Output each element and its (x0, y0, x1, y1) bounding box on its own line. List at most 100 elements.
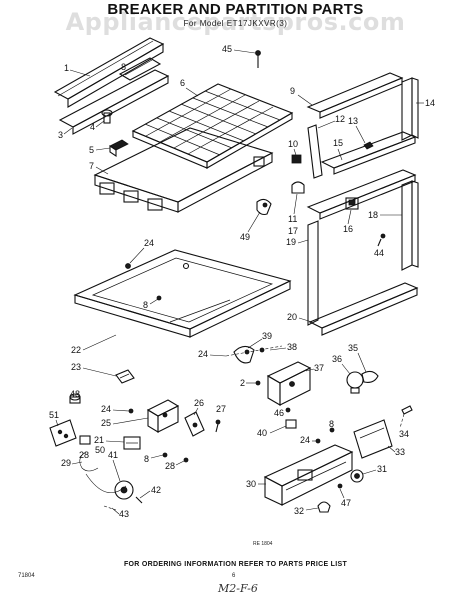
callout-9: 9 (290, 86, 295, 96)
part-29-cord (79, 451, 99, 472)
callout-48: 48 (70, 389, 80, 399)
part-44-screw (377, 233, 386, 247)
part-42-pin (135, 496, 143, 504)
part-8-screw-right (329, 427, 335, 433)
part-13-clip (363, 141, 374, 150)
callout-44: 44 (374, 248, 384, 258)
callout-17: 17 (288, 226, 298, 236)
part-18-upright (401, 180, 419, 271)
callout-39: 39 (262, 331, 272, 341)
part-21-relay (123, 436, 141, 450)
page-number: 6 (232, 573, 236, 579)
callout-25: 25 (101, 418, 111, 428)
handwritten-note: M2-F-6 (218, 582, 258, 595)
callout-32: 32 (294, 506, 304, 516)
callout-40: 40 (257, 428, 267, 438)
part-17-bracket (291, 181, 305, 194)
part-5-block (109, 139, 129, 158)
part-35-socket (361, 370, 379, 383)
callout-47: 47 (341, 498, 351, 508)
callout-30: 30 (246, 479, 256, 489)
part-24-screw (125, 263, 131, 269)
part-40-bracket (285, 419, 297, 429)
part-8-screw-lower (162, 452, 168, 458)
callout-22: 22 (71, 345, 81, 355)
part-23-bracket (115, 369, 135, 384)
part-12-upright (307, 124, 323, 179)
callout-16: 16 (343, 224, 353, 234)
part-33-panel (353, 419, 393, 459)
part-31-knob (350, 469, 364, 483)
ordering-note: FOR ORDERING INFORMATION REFER TO PARTS … (123, 561, 348, 568)
callout-37: 37 (314, 363, 324, 373)
callout-21: 21 (94, 435, 104, 445)
part-3-lower-rail (58, 69, 170, 135)
part-39-housing (233, 345, 255, 364)
callout-2: 2 (240, 378, 245, 388)
callout-12: 12 (335, 114, 345, 124)
part-28-screw-lower (183, 457, 189, 463)
callout-4: 4 (90, 122, 95, 132)
callout-28-lower: 28 (165, 461, 175, 471)
part-16-switch (345, 197, 359, 210)
callout-24-left: 24 (101, 404, 111, 414)
part-49-latch (256, 198, 272, 216)
callout-15: 15 (333, 138, 343, 148)
callout-10: 10 (288, 139, 298, 149)
part-43-wire (85, 473, 127, 511)
part-10-clip (291, 154, 302, 164)
model-subtitle: For Model ET17JKXVR(3) (183, 19, 288, 28)
part-20-rail (308, 282, 419, 336)
part-4-pin (101, 109, 113, 124)
callout-50: 50 (95, 445, 105, 455)
callout-38: 38 (287, 342, 297, 352)
callout-3: 3 (58, 130, 63, 140)
part-19-upright (307, 220, 319, 326)
callout-14: 14 (425, 98, 435, 108)
part-22-tray (73, 249, 292, 338)
part-24-bracket-left (128, 408, 134, 414)
callout-46: 46 (274, 408, 284, 418)
part-14-upright (401, 77, 419, 141)
callout-24: 24 (144, 238, 154, 248)
part-34-pin (399, 405, 413, 429)
callout-36: 36 (332, 354, 342, 364)
callout-8: 8 (121, 62, 126, 72)
callout-33: 33 (395, 447, 405, 457)
callout-51: 51 (49, 410, 59, 420)
part-7-breaker-frame (93, 127, 274, 213)
part-24-screw-right (315, 438, 321, 444)
callout-1: 1 (64, 63, 69, 73)
page-code: 71804 (18, 573, 35, 579)
part-26-thermostat (184, 411, 205, 437)
part-15-rail (320, 131, 417, 175)
part-46-screw (285, 407, 291, 413)
callout-24-rod: 24 (198, 349, 208, 359)
callout-34: 34 (399, 429, 409, 439)
callout-26: 26 (194, 398, 204, 408)
callout-27: 27 (216, 404, 226, 414)
callout-13: 13 (348, 116, 358, 126)
callout-23: 23 (71, 362, 81, 372)
callout-35: 35 (348, 343, 358, 353)
callout-labels: 1 8 3 4 5 7 6 45 9 14 12 13 15 10 (49, 44, 435, 519)
callout-8-tray: 8 (143, 300, 148, 310)
callout-8-right: 8 (329, 419, 334, 429)
part-45-screw (255, 50, 261, 68)
part-2-screw (255, 380, 261, 386)
part-8-bracket (118, 57, 162, 81)
callout-43: 43 (119, 509, 129, 519)
part-28-terminal (79, 435, 91, 445)
part-11-rail (306, 169, 417, 220)
part-25-switch-body (146, 399, 180, 433)
part-6-grid-shelf (131, 83, 294, 169)
part-38-rod (225, 345, 283, 357)
callout-49: 49 (240, 232, 250, 242)
part-32-knob (317, 501, 331, 513)
callout-18: 18 (368, 210, 378, 220)
part-37-control-box (266, 361, 312, 406)
callout-42: 42 (151, 485, 161, 495)
part-30-housing (263, 444, 354, 506)
